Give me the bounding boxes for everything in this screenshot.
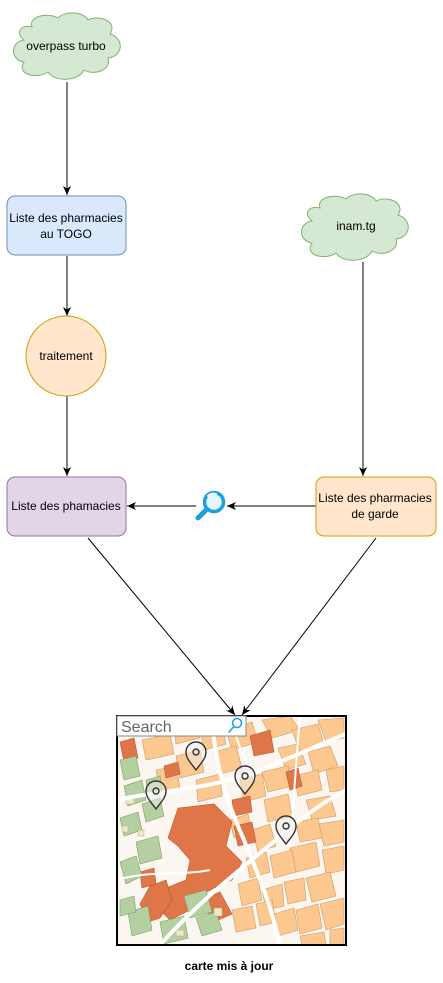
overpass-turbo-label: overpass turbo — [26, 39, 106, 53]
map-caption: carte mis à jour — [185, 959, 274, 973]
liste-pharmacies-garde-box[interactable]: Liste des pharmacies de garde — [315, 476, 437, 537]
map-search-bar[interactable]: Search — [116, 715, 247, 737]
edge-liste-garde-to-map — [241, 537, 377, 716]
map-pin-icon[interactable] — [275, 815, 297, 846]
inam-tg-label: inam.tg — [336, 219, 375, 233]
map-pin-icon[interactable] — [145, 780, 167, 811]
map-search-placeholder[interactable]: Search — [121, 719, 172, 736]
map-tiles — [117, 716, 346, 945]
magnifier-icon — [195, 490, 226, 521]
edge-liste-pharmacies-to-map — [87, 537, 236, 716]
traitement-label: traitement — [39, 349, 93, 363]
map-pin-icon[interactable] — [185, 741, 207, 772]
overpass-turbo-cloud[interactable]: overpass turbo — [13, 12, 121, 80]
liste-pharmacies-togo-box[interactable]: Liste des pharmacies au TOGO — [6, 195, 127, 256]
liste-pharmacies-box[interactable]: Liste des phamacies — [6, 476, 127, 537]
liste-pharmacies-togo-line2: au TOGO — [40, 227, 92, 241]
updated-map[interactable]: Search — [116, 715, 347, 946]
search-icon[interactable] — [228, 717, 243, 733]
liste-pharmacies-togo-line1: Liste des pharmacies — [9, 211, 122, 225]
inam-tg-cloud[interactable]: inam.tg — [301, 193, 409, 261]
liste-garde-line1: Liste des pharmacies — [318, 491, 431, 505]
map-pin-icon[interactable] — [234, 765, 256, 796]
liste-garde-line2: de garde — [351, 507, 399, 521]
traitement-circle[interactable]: traitement — [25, 315, 107, 397]
liste-pharmacies-label: Liste des phamacies — [11, 499, 120, 513]
